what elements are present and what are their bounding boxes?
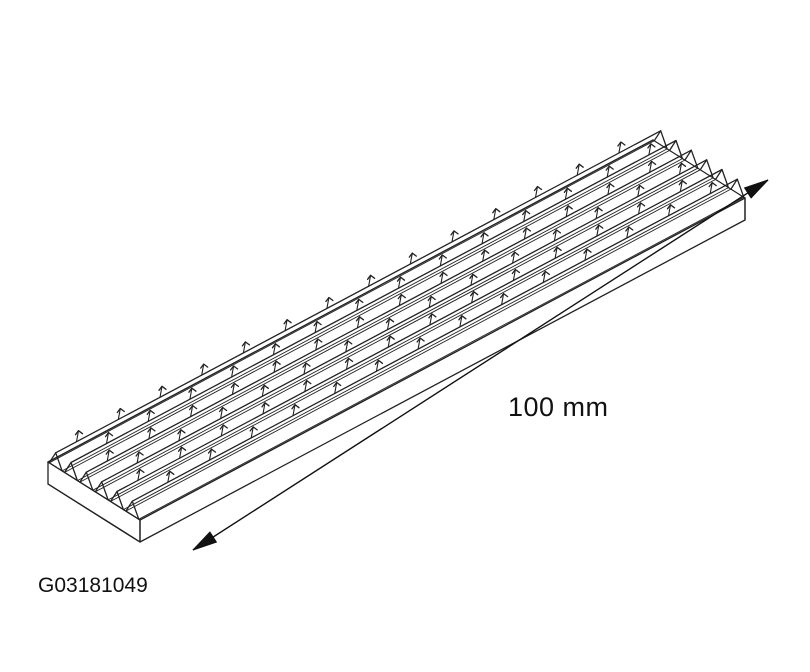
ribbed-strip (47, 130, 746, 543)
dimension-arrow (192, 179, 769, 551)
dimension-label: 100 mm (508, 392, 609, 422)
figure-id: G03181049 (38, 574, 148, 597)
